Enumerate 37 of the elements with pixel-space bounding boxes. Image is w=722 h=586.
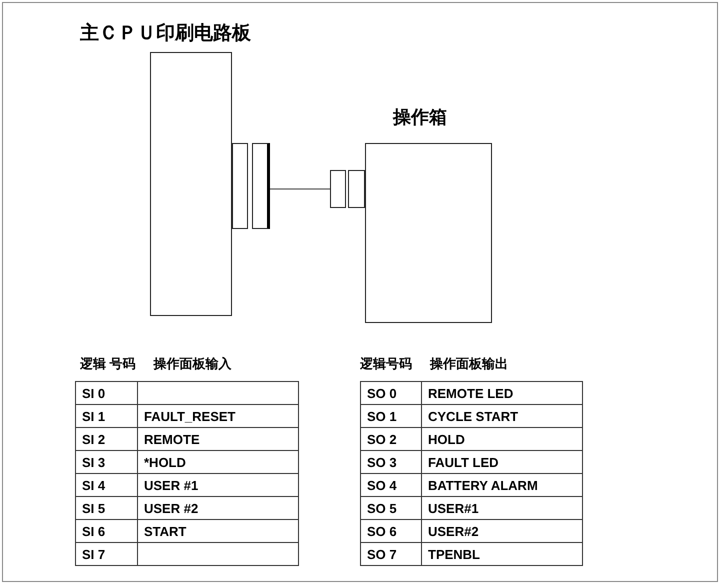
signal-name-cell: USER #2	[138, 496, 298, 520]
signal-code-cell: SI 2	[76, 428, 138, 450]
signal-code-cell: SI 7	[76, 542, 138, 566]
signal-name-cell: *HOLD	[138, 450, 298, 474]
signal-name-cell: CYCLE START	[422, 404, 582, 428]
column-heading: 操作面板输出	[430, 355, 508, 373]
column-heading: 逻辑 号码	[80, 355, 136, 373]
signal-name-cell: FAULT_RESET	[138, 404, 298, 428]
signal-code-cell: SO 1	[360, 404, 422, 428]
signal-code-cell: SI 1	[76, 404, 138, 428]
signal-name-cell: TPENBL	[422, 542, 582, 566]
signal-code-cell: SO 5	[360, 496, 422, 520]
signal-name-cell: USER#2	[422, 520, 582, 542]
signal-code-cell: SO 6	[360, 520, 422, 542]
signal-name-cell: REMOTE LED	[422, 382, 582, 404]
signal-code-cell: SO 3	[360, 450, 422, 474]
box-heading: 操作箱	[393, 106, 447, 129]
signal-name-cell: FAULT LED	[422, 450, 582, 474]
column-heading: 逻辑号码	[360, 355, 412, 373]
signal-code-cell: SI 6	[76, 520, 138, 542]
signal-name-cell: USER#1	[422, 496, 582, 520]
signal-name-cell: START	[138, 520, 298, 542]
signal-code-cell: SO 2	[360, 428, 422, 450]
signal-name-cell: HOLD	[422, 428, 582, 450]
board-heading: 主ＣＰＵ印刷电路板	[80, 22, 251, 46]
column-heading: 操作面板输入	[154, 355, 232, 373]
signal-code-cell: SO 0	[360, 382, 422, 404]
signal-code-cell: SI 3	[76, 450, 138, 474]
signal-code-cell: SI 5	[76, 496, 138, 520]
signal-code-cell: SO 7	[360, 542, 422, 566]
signal-code-cell: SI 0	[76, 382, 138, 404]
signal-name-cell: USER #1	[138, 474, 298, 496]
signal-name-cell: REMOTE	[138, 428, 298, 450]
cable-line	[270, 188, 330, 190]
signal-code-cell: SO 4	[360, 474, 422, 496]
signal-name-cell: BATTERY ALARM	[422, 474, 582, 496]
signal-code-cell: SI 4	[76, 474, 138, 496]
